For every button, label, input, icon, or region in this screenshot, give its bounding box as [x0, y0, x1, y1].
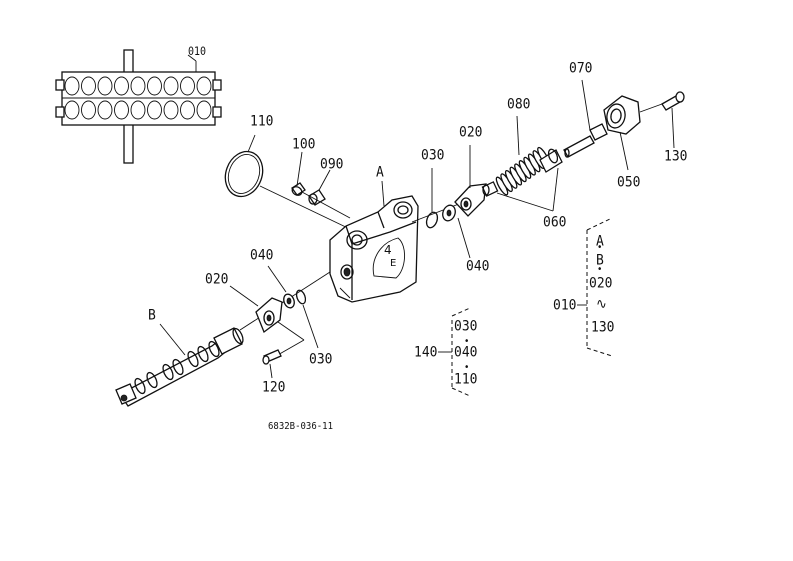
label-part-020-top: 020 — [459, 124, 483, 141]
group-010-dot-1: • — [597, 242, 603, 254]
left-parts-drawing — [115, 265, 331, 407]
stack-ball-shape — [114, 100, 129, 120]
stack-ball-shape — [180, 76, 195, 96]
group-140-item-2: 040 — [454, 344, 478, 361]
label-part-040-left: 040 — [250, 247, 274, 264]
group-010-dot-2: • — [597, 264, 603, 276]
stack-ball-shape — [130, 100, 146, 120]
group-140-dot-2: • — [464, 362, 470, 374]
stack-ball-shape — [130, 76, 146, 96]
stack-ball-shape — [114, 76, 129, 96]
group-010-range-mark: ∿ — [596, 296, 607, 313]
label-part-050: 050 — [617, 174, 641, 191]
stack-ball-shape — [180, 100, 195, 120]
label-part-010-top: 010 — [188, 46, 207, 59]
label-part-B: B — [148, 307, 156, 324]
stack-ball-shape — [81, 76, 96, 96]
o-ring-110-drawing — [224, 134, 353, 231]
group-140-item-1: 030 — [454, 318, 478, 335]
label-part-120: 120 — [262, 379, 286, 396]
stack-ball-shape — [97, 76, 113, 96]
label-part-100: 100 — [292, 136, 316, 153]
label-part-A: A — [376, 164, 384, 181]
label-part-110: 110 — [250, 113, 274, 130]
group-010-item-130: 130 — [591, 319, 615, 336]
stack-ball-shape — [147, 100, 162, 120]
stack-ball-shape — [64, 100, 80, 120]
stack-ball-shape — [64, 76, 80, 96]
label-part-080: 080 — [507, 96, 531, 113]
label-part-060: 060 — [543, 214, 567, 231]
stack-ball-shape — [97, 100, 113, 120]
label-part-130-right: 130 — [664, 148, 688, 165]
valve-body-A-drawing: 4 E — [329, 180, 419, 303]
group-010-bracket — [577, 217, 613, 357]
svg-text:E: E — [390, 258, 396, 269]
label-part-090: 090 — [320, 156, 344, 173]
group-140-item-3: 110 — [454, 371, 478, 388]
right-parts-drawing — [411, 79, 685, 259]
group-010-item-A: A — [596, 233, 604, 250]
label-part-070: 070 — [569, 60, 593, 77]
label-part-020-left: 020 — [205, 271, 229, 288]
group-010-label: 010 — [553, 297, 577, 314]
svg-text:4: 4 — [384, 243, 392, 257]
stack-ball-shape — [163, 100, 179, 120]
stack-ball-shape — [147, 76, 162, 96]
group-010-item-020: 020 — [589, 275, 613, 292]
valve-stack-assembly-drawing — [55, 49, 222, 164]
stack-ball-shape — [163, 76, 179, 96]
label-part-040-mid: 040 — [466, 258, 490, 275]
group-140-label: 140 — [414, 344, 438, 361]
group-140-bracket — [438, 307, 471, 397]
group-140-dot-1: • — [464, 336, 470, 348]
stack-ball-shape — [196, 100, 212, 120]
drawing-code: 6832B-036-11 — [268, 421, 334, 433]
label-part-030-low: 030 — [309, 351, 333, 368]
plug-100-090-drawing — [291, 151, 351, 219]
group-010-item-B: B — [596, 252, 604, 269]
label-part-030-top: 030 — [421, 147, 445, 164]
stack-ball-shape — [196, 76, 212, 96]
spool-B-drawing — [115, 323, 244, 407]
stack-ball-shape — [81, 100, 96, 120]
